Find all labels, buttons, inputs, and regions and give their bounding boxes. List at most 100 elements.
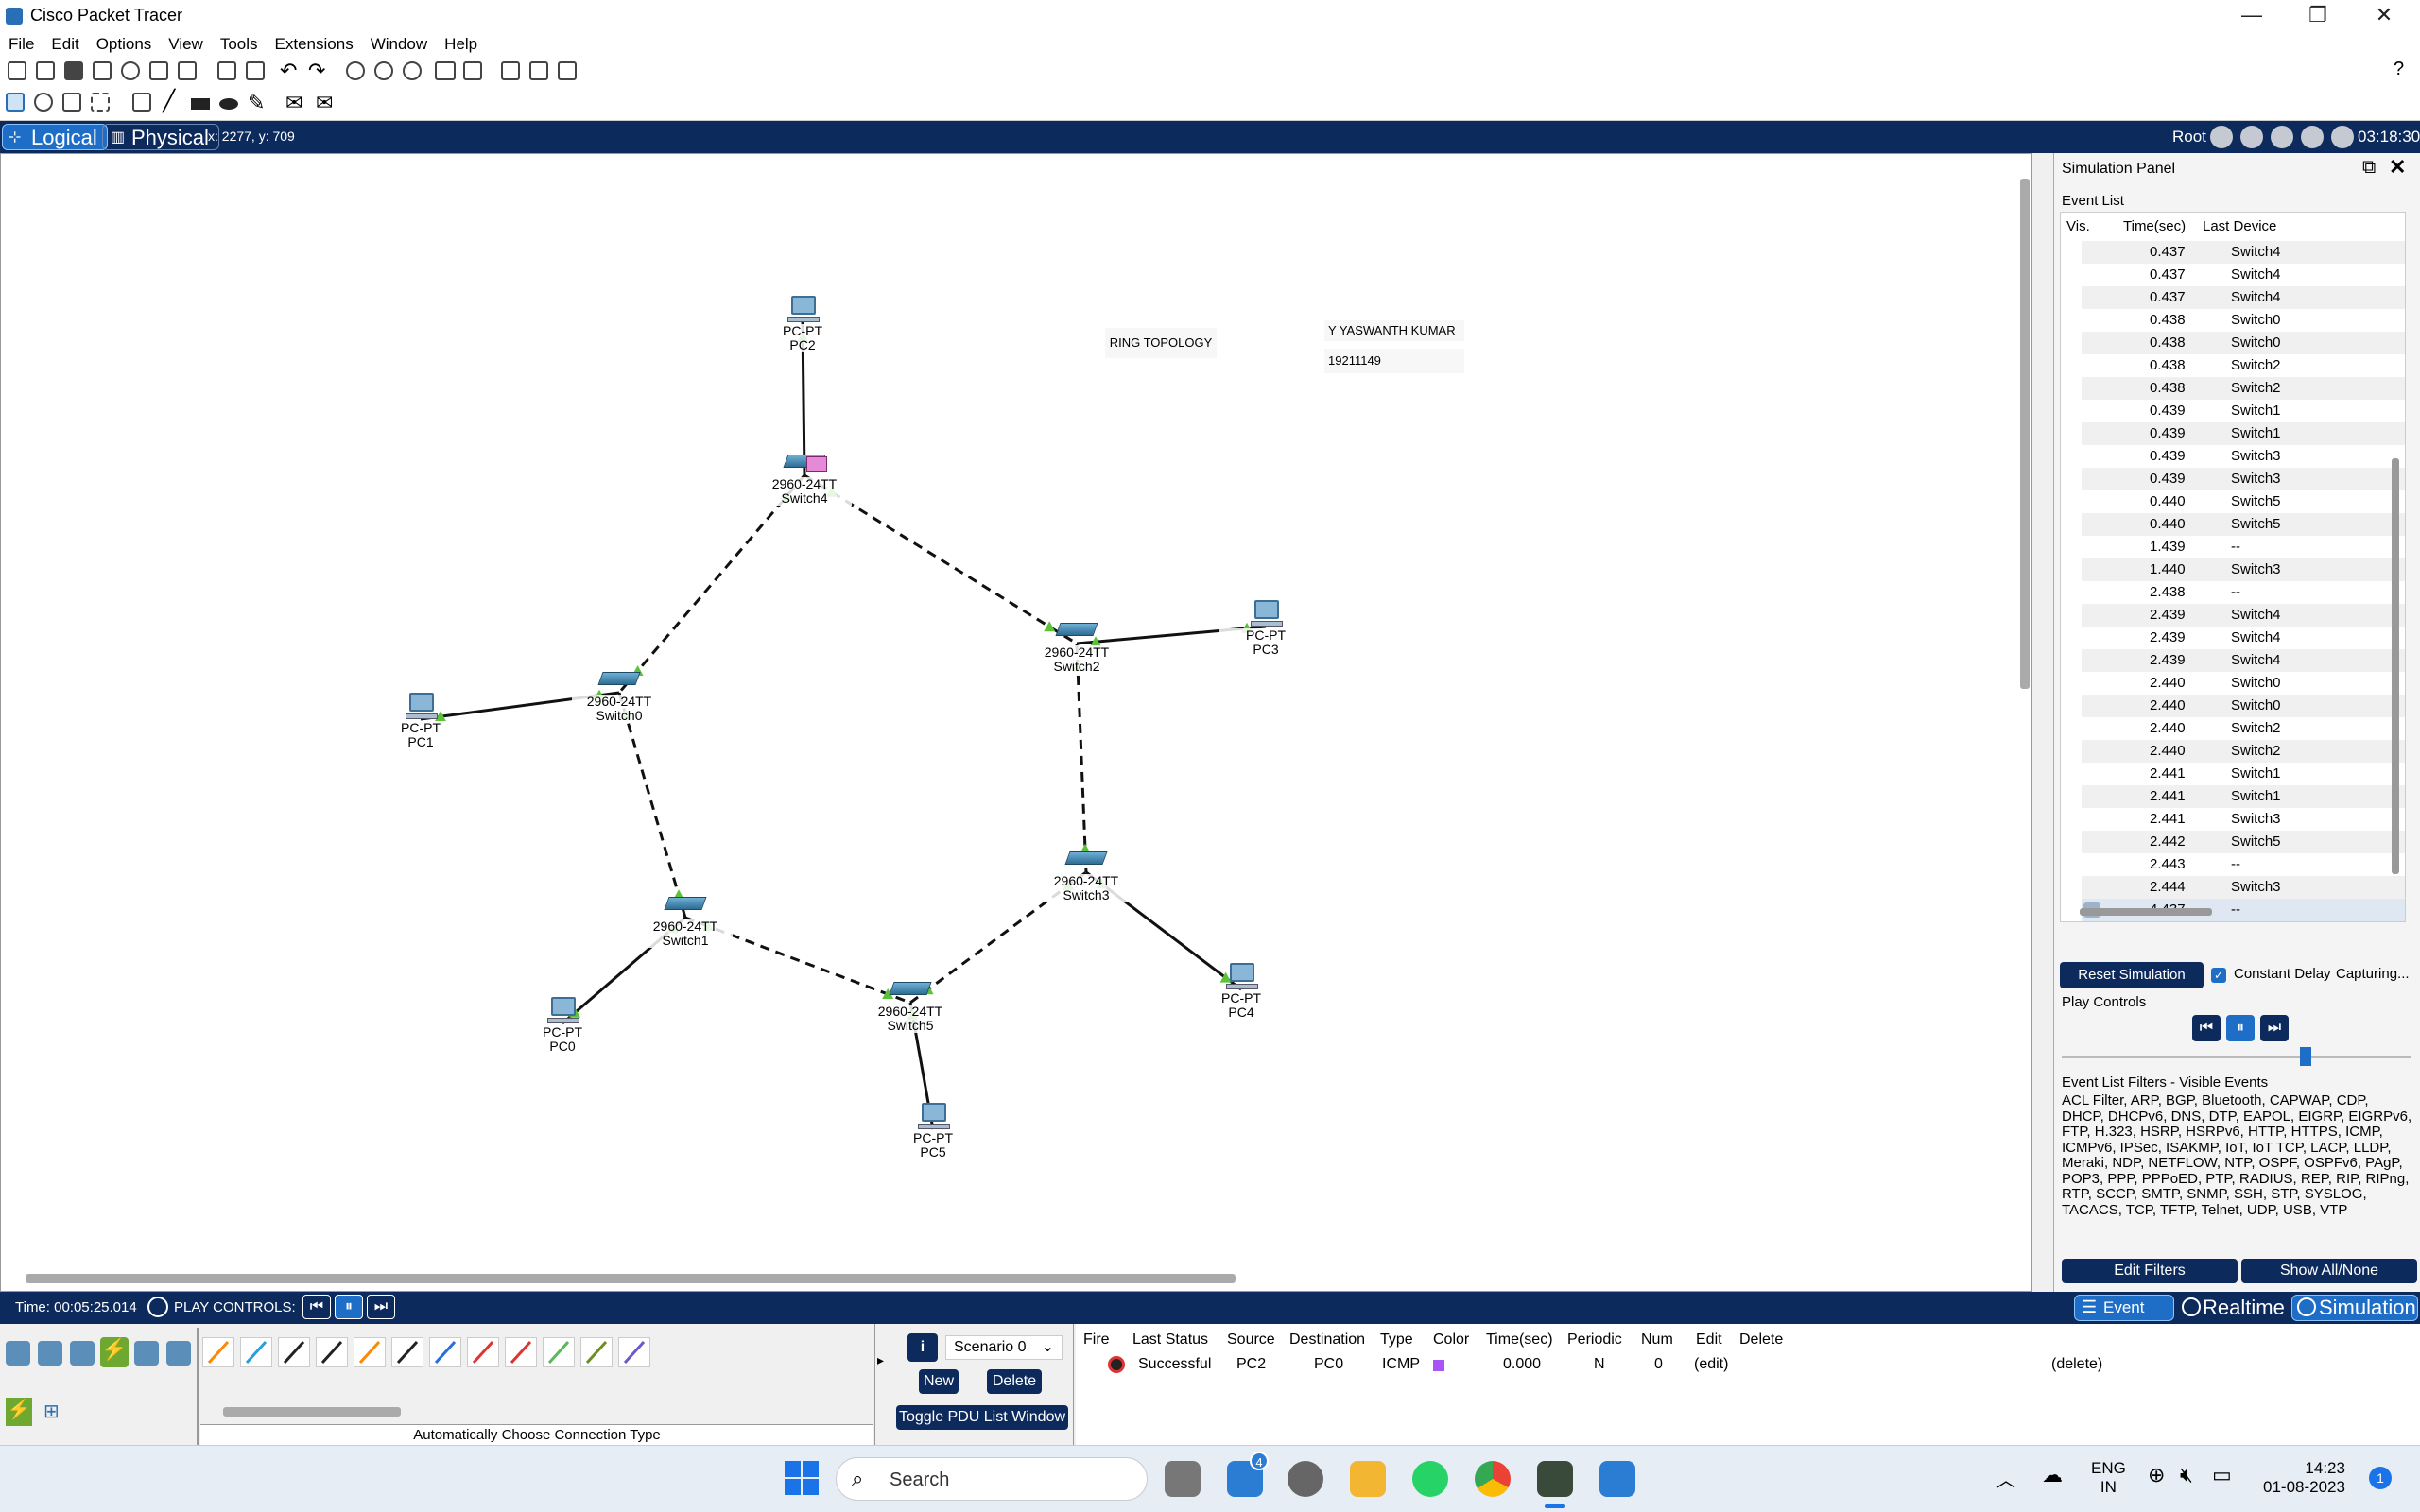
file-explorer-icon[interactable] [1350,1461,1386,1497]
event-row[interactable]: 2.438-- [2082,581,2405,604]
note-author-name[interactable]: Y YASWANTH KUMAR [1324,320,1464,341]
timer-icon[interactable] [147,1297,168,1317]
pdu-delete-link[interactable]: (delete) [2051,1356,2103,1372]
menu-extensions[interactable]: Extensions [274,35,354,53]
menu-help[interactable]: Help [444,35,478,53]
palette-scrollbar[interactable] [223,1407,401,1417]
constant-delay-checkbox[interactable]: ✓ [2211,968,2226,983]
status-step-back-button[interactable]: ⏮ [302,1295,331,1319]
edit-filters-button[interactable]: Edit Filters [2062,1259,2238,1283]
network-icon[interactable]: ☁ [2042,1463,2063,1486]
select-tool-icon[interactable] [6,93,25,112]
menu-window[interactable]: Window [370,35,428,53]
octal-cable-icon[interactable] [543,1337,575,1367]
logical-workspace[interactable]: RING TOPOLOGY Y YASWANTH KUMAR 19211149 … [0,153,2032,1292]
usb-cable-icon[interactable] [618,1337,650,1367]
inspect-tool-icon[interactable] [34,93,53,112]
note-student-id[interactable]: 19211149 [1324,349,1464,373]
custom-device-icon[interactable] [463,61,482,80]
speed-slider-track[interactable] [2062,1056,2411,1058]
paste-icon[interactable] [246,61,265,80]
save-icon[interactable] [64,61,83,80]
zoom-out-icon[interactable] [403,61,422,80]
undo-icon[interactable]: ↶ [280,59,298,82]
task-view-icon[interactable] [1165,1461,1201,1497]
connections-subtype-icon[interactable]: ⚡ [6,1398,32,1426]
phone-cable-icon[interactable] [391,1337,424,1367]
resize-tool-icon[interactable] [91,93,110,112]
serial-dce-icon[interactable] [467,1337,499,1367]
photos-icon[interactable] [1599,1461,1635,1497]
auto-connection-icon[interactable] [202,1337,234,1367]
start-icon[interactable] [785,1461,819,1495]
menu-file[interactable]: File [9,35,35,53]
maximize-button[interactable]: ❐ [2308,3,2327,26]
navigation-icon[interactable] [2271,126,2293,148]
zoom-in-icon[interactable] [346,61,365,80]
ellipse-tool-icon[interactable] [219,98,238,110]
settings-icon[interactable] [1288,1461,1323,1497]
freeform-tool-icon[interactable]: ✎ [248,91,266,114]
menu-view[interactable]: View [168,35,203,53]
rectangle-tool-icon[interactable] [191,98,210,110]
whatsapp-icon[interactable] [1412,1461,1448,1497]
note-tool-icon[interactable] [132,93,151,112]
reset-simulation-button[interactable]: Reset Simulation [2060,962,2204,988]
realtime-tab[interactable]: Realtime [2203,1296,2285,1319]
new-scenario-button[interactable]: New [919,1369,959,1394]
globe-icon[interactable]: ⊕ [2148,1463,2166,1486]
note-ring-topology[interactable]: RING TOPOLOGY [1105,328,1217,358]
event-row[interactable]: 2.443-- [2082,853,2405,876]
back-icon[interactable] [2210,126,2233,148]
menu-edit[interactable]: Edit [51,35,79,53]
link-sw4-sw0[interactable] [617,474,806,694]
crossover-icon[interactable] [316,1337,348,1367]
horizontal-scrollbar[interactable] [26,1274,1236,1283]
vertical-scrollbar[interactable] [2020,179,2030,689]
copy-icon[interactable] [217,61,236,80]
notification-badge[interactable]: 1 [2369,1467,2392,1489]
event-row[interactable]: 1.439-- [2082,536,2405,558]
drawing-palette-icon[interactable] [435,61,456,80]
pause-button[interactable]: ⏸ [2226,1015,2255,1041]
show-all-none-button[interactable]: Show All/None [2241,1259,2417,1283]
root-label[interactable]: Root [2172,128,2206,146]
add-complex-pdu-icon[interactable]: ✉ [316,91,334,114]
menu-options[interactable]: Options [95,35,152,53]
serial-dte-icon[interactable] [505,1337,537,1367]
multiuser-icon[interactable] [166,1341,191,1366]
redo-icon[interactable]: ↷ [308,59,326,82]
tab-logical[interactable]: ⊹Logical [2,124,108,150]
packet-tracer-taskbar-icon[interactable] [1537,1461,1573,1497]
step-forward-button[interactable]: ⏭ [2260,1015,2289,1041]
status-step-forward-button[interactable]: ⏭ [367,1295,395,1319]
fire-icon[interactable] [1108,1356,1125,1373]
connections-icon[interactable]: ⚡ [100,1337,129,1367]
components-icon[interactable] [70,1341,95,1366]
line-tool-icon[interactable]: ╱ [163,89,176,112]
toggle-pdu-list-button[interactable]: Toggle PDU List Window [896,1405,1068,1430]
event-list-scrollbar[interactable] [2392,458,2399,874]
undock-icon[interactable]: ⧉ [2362,157,2377,178]
tab-physical[interactable]: ▥Physical [102,124,219,150]
delete-tool-icon[interactable] [62,93,81,112]
straight-through-icon[interactable] [278,1337,310,1367]
volume-muted-icon[interactable]: 🔇︎ [2180,1463,2193,1486]
collapse-arrow-icon[interactable]: ▸ [877,1352,885,1367]
workspace-list-icon[interactable] [501,61,520,80]
